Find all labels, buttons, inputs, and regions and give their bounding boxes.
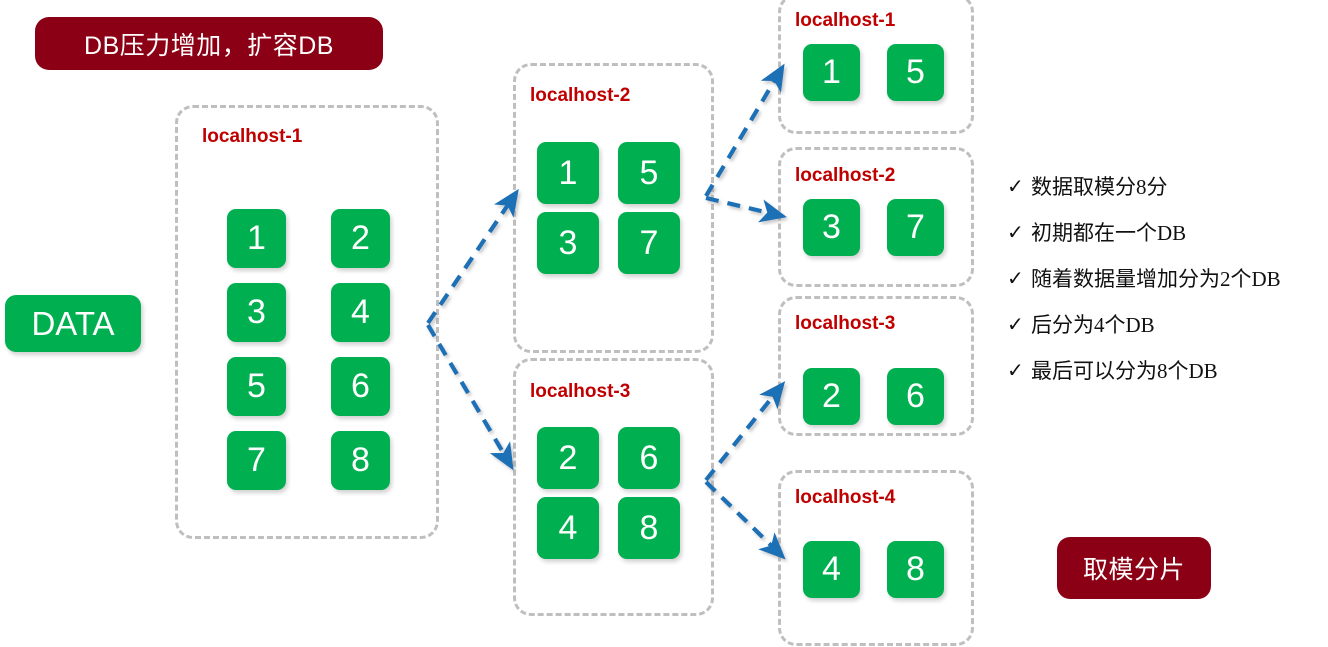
stage2-host-label-1: localhost-3 (530, 381, 631, 402)
stage2-1-tile-2: 6 (618, 427, 680, 489)
arrow-stage2-upper-to-stage3-host1 (704, 63, 785, 198)
list-item: ✓ 随着数据量增加分为2个DB (1007, 264, 1327, 310)
check-icon: ✓ (1007, 222, 1024, 244)
stage3-1-tile-2: 7 (887, 199, 944, 256)
stage3-3-tile-1: 4 (803, 541, 860, 598)
stage1-tile-1: 1 (227, 209, 286, 268)
check-icon: ✓ (1007, 176, 1024, 198)
stage1-tile-8: 8 (331, 431, 390, 490)
check-icon: ✓ (1007, 360, 1024, 382)
stage1-tile-2: 2 (331, 209, 390, 268)
stage3-2-tile-1: 2 (803, 368, 860, 425)
data-source-box: DATA (5, 295, 141, 352)
stage1-tile-6: 6 (331, 357, 390, 416)
stage2-1-tile-4: 8 (618, 497, 680, 559)
note-text: 数据取模分8分 (1031, 175, 1168, 199)
stage3-2-tile-2: 6 (887, 368, 944, 425)
stage1-tile-7: 7 (227, 431, 286, 490)
stage2-host-label-0: localhost-2 (530, 85, 631, 106)
stage2-0-tile-4: 7 (618, 212, 680, 274)
stage1-host-container (175, 105, 439, 539)
stage2-0-tile-1: 1 (537, 142, 599, 204)
arrow-stage1-to-stage2-lower (426, 323, 514, 471)
stage3-host-label-1: localhost-2 (795, 165, 896, 186)
list-item: ✓ 后分为4个DB (1007, 310, 1327, 356)
arrow-stage2-upper-to-stage3-host2 (705, 195, 787, 223)
check-icon: ✓ (1007, 268, 1024, 290)
footer-badge: 取模分片 (1057, 537, 1211, 599)
stage2-1-tile-1: 2 (537, 427, 599, 489)
stage1-tile-5: 5 (227, 357, 286, 416)
note-text: 最后可以分为8个DB (1031, 359, 1218, 383)
stage3-0-tile-1: 1 (803, 44, 860, 101)
stage2-1-tile-3: 4 (537, 497, 599, 559)
stage3-host-label-0: localhost-1 (795, 10, 896, 31)
stage3-3-tile-2: 8 (887, 541, 944, 598)
stage3-host-label-2: localhost-3 (795, 313, 896, 334)
stage1-tile-4: 4 (331, 283, 390, 342)
arrow-stage1-to-stage2-upper (426, 188, 519, 325)
stage1-tile-3: 3 (227, 283, 286, 342)
notes-list: ✓ 数据取模分8分 ✓ 初期都在一个DB ✓ 随着数据量增加分为2个DB ✓ 后… (1007, 172, 1327, 402)
arrow-stage2-lower-to-stage3-host4 (704, 480, 786, 560)
check-icon: ✓ (1007, 314, 1024, 336)
note-text: 后分为4个DB (1031, 313, 1155, 337)
stage2-0-tile-3: 3 (537, 212, 599, 274)
stage3-0-tile-2: 5 (887, 44, 944, 101)
list-item: ✓ 最后可以分为8个DB (1007, 356, 1327, 402)
title-badge: DB压力增加，扩容DB (35, 17, 383, 70)
stage2-0-tile-2: 5 (618, 142, 680, 204)
list-item: ✓ 数据取模分8分 (1007, 172, 1327, 218)
stage3-host-container-2 (778, 296, 974, 436)
note-text: 随着数据量增加分为2个DB (1031, 267, 1281, 291)
stage1-host-label: localhost-1 (202, 126, 303, 147)
stage3-1-tile-1: 3 (803, 199, 860, 256)
note-text: 初期都在一个DB (1031, 221, 1187, 245)
arrow-stage2-lower-to-stage3-host3 (704, 381, 786, 482)
stage3-host-label-3: localhost-4 (795, 487, 896, 508)
list-item: ✓ 初期都在一个DB (1007, 218, 1327, 264)
